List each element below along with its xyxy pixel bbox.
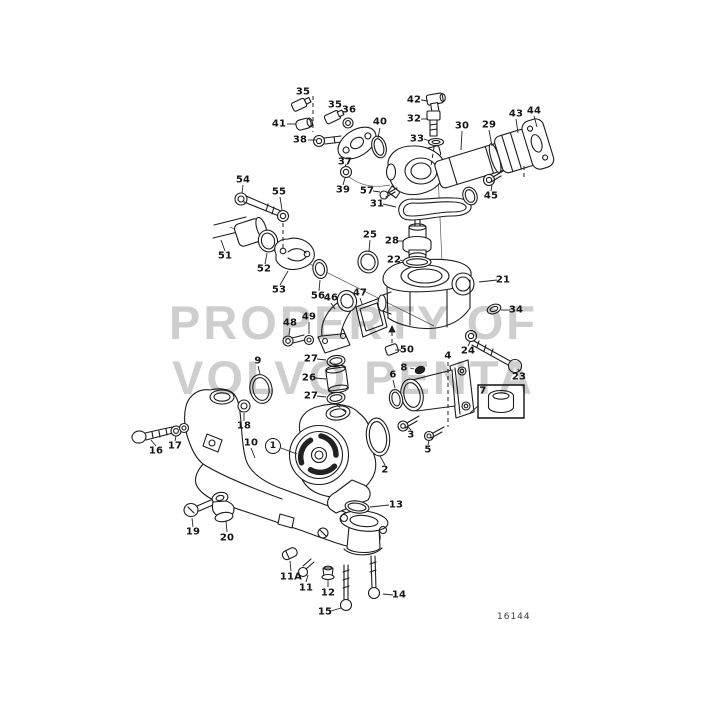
stud-bolt-15 (341, 565, 352, 611)
washer-33 (429, 139, 444, 146)
washer-49 (305, 336, 314, 345)
nut-39 (341, 167, 352, 178)
washer-24 (466, 331, 477, 342)
bolt-19 (184, 500, 213, 517)
lower-connection-flange (339, 509, 389, 555)
gasket-31 (399, 198, 471, 220)
nut-18 (238, 400, 250, 412)
hose-51 (213, 216, 269, 247)
bolt-38 (314, 136, 343, 147)
bolt-16 (131, 427, 173, 444)
washer-55 (278, 211, 289, 222)
gasket-13 (344, 499, 369, 514)
o-ring-pipe-end (460, 185, 479, 207)
o-ring-27-upper (326, 354, 345, 367)
o-ring-6 (388, 388, 405, 409)
drawing-number: 16144 (497, 612, 531, 622)
water-pump-housing (290, 404, 376, 513)
o-ring-2 (364, 417, 392, 458)
hose-fitting-42 (426, 92, 447, 113)
bolt-5 (425, 427, 445, 441)
bolt-32 (427, 111, 440, 136)
bolt-57 (380, 188, 397, 199)
sensor-flange-plate (332, 121, 381, 166)
stud-50 (385, 326, 399, 356)
seal-ring-9 (247, 373, 275, 406)
sensor-35-upper (291, 96, 312, 112)
plug-41 (295, 117, 314, 131)
o-ring-22 (403, 257, 431, 268)
plug-11A (281, 546, 298, 560)
cover-plate-53 (275, 238, 315, 269)
clamp-20 (211, 491, 234, 523)
stud-bolt-14 (369, 556, 380, 599)
leader-lines (151, 100, 537, 611)
thermostat-cover (348, 145, 445, 198)
bolt-23 (472, 341, 522, 373)
sensor-35-lower (324, 108, 345, 124)
elbow-46 (318, 288, 360, 353)
washers-17 (171, 424, 189, 437)
o-ring-56 (311, 258, 329, 279)
bolt-3 (398, 416, 419, 431)
o-ring-40 (369, 135, 388, 160)
screw-11 (299, 559, 315, 577)
plug-34 (486, 302, 502, 315)
bolt-54 (235, 193, 281, 216)
plug-8 (414, 365, 426, 375)
sleeve-26 (325, 364, 349, 394)
impeller (294, 436, 336, 479)
nut-36 (343, 118, 353, 128)
outlet-pipe-assembly (430, 117, 556, 199)
flange-nut-12 (322, 566, 334, 579)
thermostat-housing-21 (378, 259, 474, 328)
bolt-45 (484, 171, 504, 186)
dashed-alignment-lines (283, 96, 524, 427)
o-ring-52 (256, 228, 280, 254)
o-ring-27-lower (326, 391, 345, 404)
bushing-kit-box-7 (478, 385, 524, 418)
o-ring-25 (355, 249, 380, 275)
bolt-48 (283, 335, 305, 346)
outlet-fitting-4 (398, 360, 474, 418)
